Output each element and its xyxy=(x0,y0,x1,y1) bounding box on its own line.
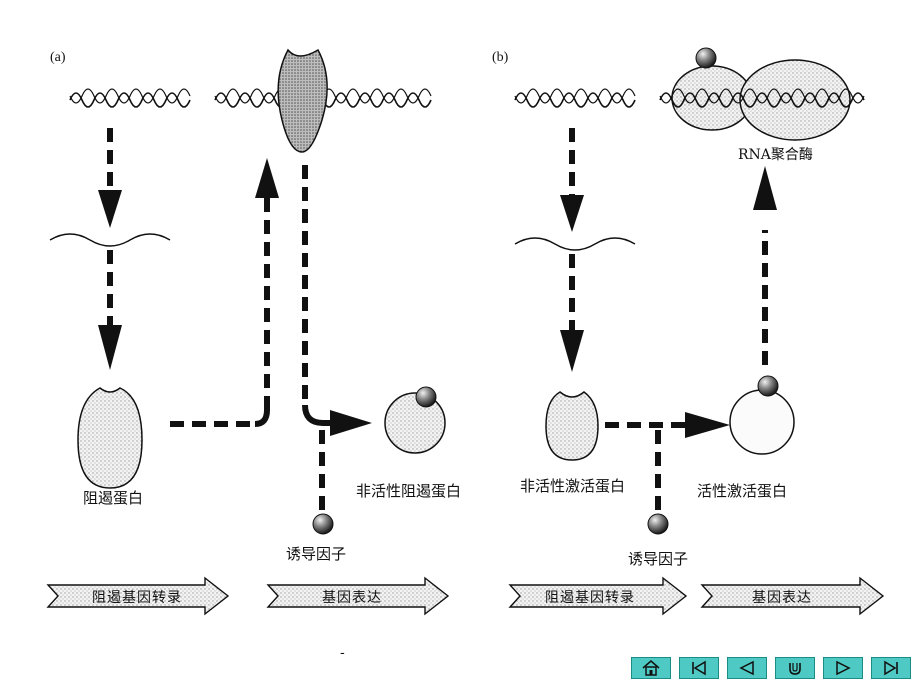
process-bar-a1 xyxy=(46,576,230,616)
label-rna-polymerase: RNA聚合酶 xyxy=(738,147,813,163)
previous-icon xyxy=(739,660,754,676)
inactive-activator xyxy=(545,391,599,461)
last-page-icon xyxy=(884,660,898,676)
page-mark: - xyxy=(340,645,345,661)
previous-button[interactable] xyxy=(727,657,767,679)
first-page-icon xyxy=(692,660,706,676)
mrna-b xyxy=(514,237,636,251)
panel-label-a: (a) xyxy=(50,50,66,65)
dna-helix-b-left xyxy=(514,92,636,108)
first-page-button[interactable] xyxy=(679,657,719,679)
slide-navigation xyxy=(631,657,911,681)
dna-helix-a-left xyxy=(69,92,191,108)
inactive-repressor xyxy=(384,392,446,454)
process-bar-a2 xyxy=(266,576,450,616)
label-inactive-repressor: 非活性阻遏蛋白 xyxy=(356,482,462,500)
bar-text-b2: 基因表达 xyxy=(752,590,812,606)
active-activator xyxy=(729,389,795,455)
label-repressor: 阻遏蛋白 xyxy=(83,489,144,507)
process-bar-b1 xyxy=(508,576,688,616)
bar-text-b1: 阻遏基因转录 xyxy=(545,590,635,606)
mrna-a xyxy=(49,233,171,247)
process-bar-b2 xyxy=(700,576,885,616)
next-icon xyxy=(836,660,851,676)
rna-polymerase xyxy=(739,59,851,141)
bar-text-a1: 阻遏基因转录 xyxy=(92,590,182,606)
inducer-ball-a xyxy=(312,513,334,535)
repressor-protein-a xyxy=(77,387,143,489)
return-icon xyxy=(789,663,801,675)
inducer-ball-b xyxy=(647,513,669,535)
label-inactive-activator: 非活性激活蛋白 xyxy=(520,477,626,495)
panel-label-b: (b) xyxy=(492,50,509,65)
home-button[interactable] xyxy=(631,657,671,679)
label-inducer-b: 诱导因子 xyxy=(628,550,689,568)
label-inducer-a: 诱导因子 xyxy=(286,545,347,563)
next-button[interactable] xyxy=(823,657,863,679)
last-page-button[interactable] xyxy=(871,657,911,679)
label-active-activator: 活性激活蛋白 xyxy=(697,482,788,500)
bar-text-a2: 基因表达 xyxy=(322,590,382,606)
bound-repressor xyxy=(277,48,328,153)
home-icon xyxy=(642,660,660,676)
return-button[interactable] xyxy=(775,657,815,679)
